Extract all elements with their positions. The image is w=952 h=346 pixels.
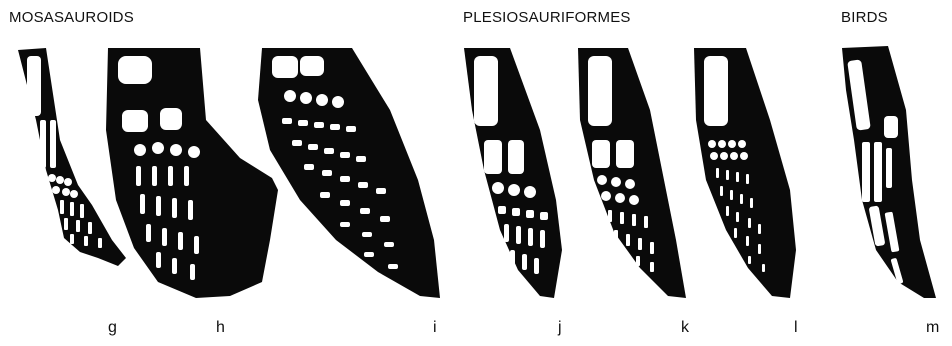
panel-label-k: k xyxy=(681,319,689,337)
flipper-k xyxy=(578,48,686,298)
panel-label-j: j xyxy=(558,319,562,337)
flipper-h xyxy=(106,48,278,298)
flipper-j xyxy=(464,48,562,298)
panel-label-g: g xyxy=(108,319,117,337)
panel-label-l: l xyxy=(794,319,798,337)
flipper-l xyxy=(694,48,796,298)
panel-label-h: h xyxy=(216,319,225,337)
flipper-i xyxy=(258,48,440,298)
panel-label-i: i xyxy=(433,319,437,337)
panel-label-m: m xyxy=(926,319,939,337)
flipper-m xyxy=(842,46,936,298)
